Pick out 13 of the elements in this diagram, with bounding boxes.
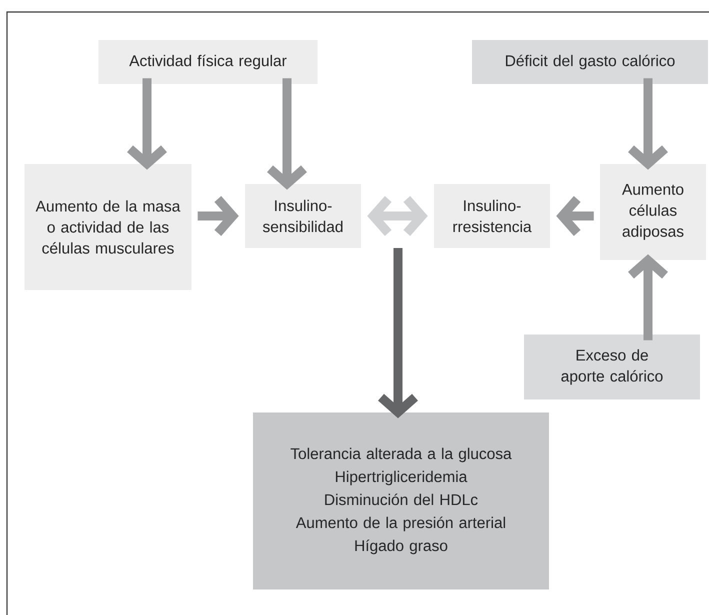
process-box: Aumento de la masa o actividad de las células musculares	[24, 164, 192, 290]
process-box: Exceso de aporte calórico	[524, 334, 700, 400]
process-box: Déficit del gasto calórico	[472, 40, 708, 84]
process-box: Insulino-rresistencia	[434, 184, 550, 248]
arrow	[267, 78, 307, 190]
process-box: Aumento células adiposas	[600, 164, 706, 260]
outcome-box: Tolerancia alterada a la glucosa Hipertrigliceridemia Disminución del HDLc Aumento de la presión arterial Hígado graso	[253, 412, 549, 590]
arrow	[378, 248, 418, 418]
process-box: Insulino-sensibilidad	[245, 184, 361, 248]
arrow	[628, 78, 668, 170]
arrow	[127, 78, 167, 170]
process-box: Actividad física regular	[98, 40, 318, 84]
arrow	[628, 254, 668, 340]
